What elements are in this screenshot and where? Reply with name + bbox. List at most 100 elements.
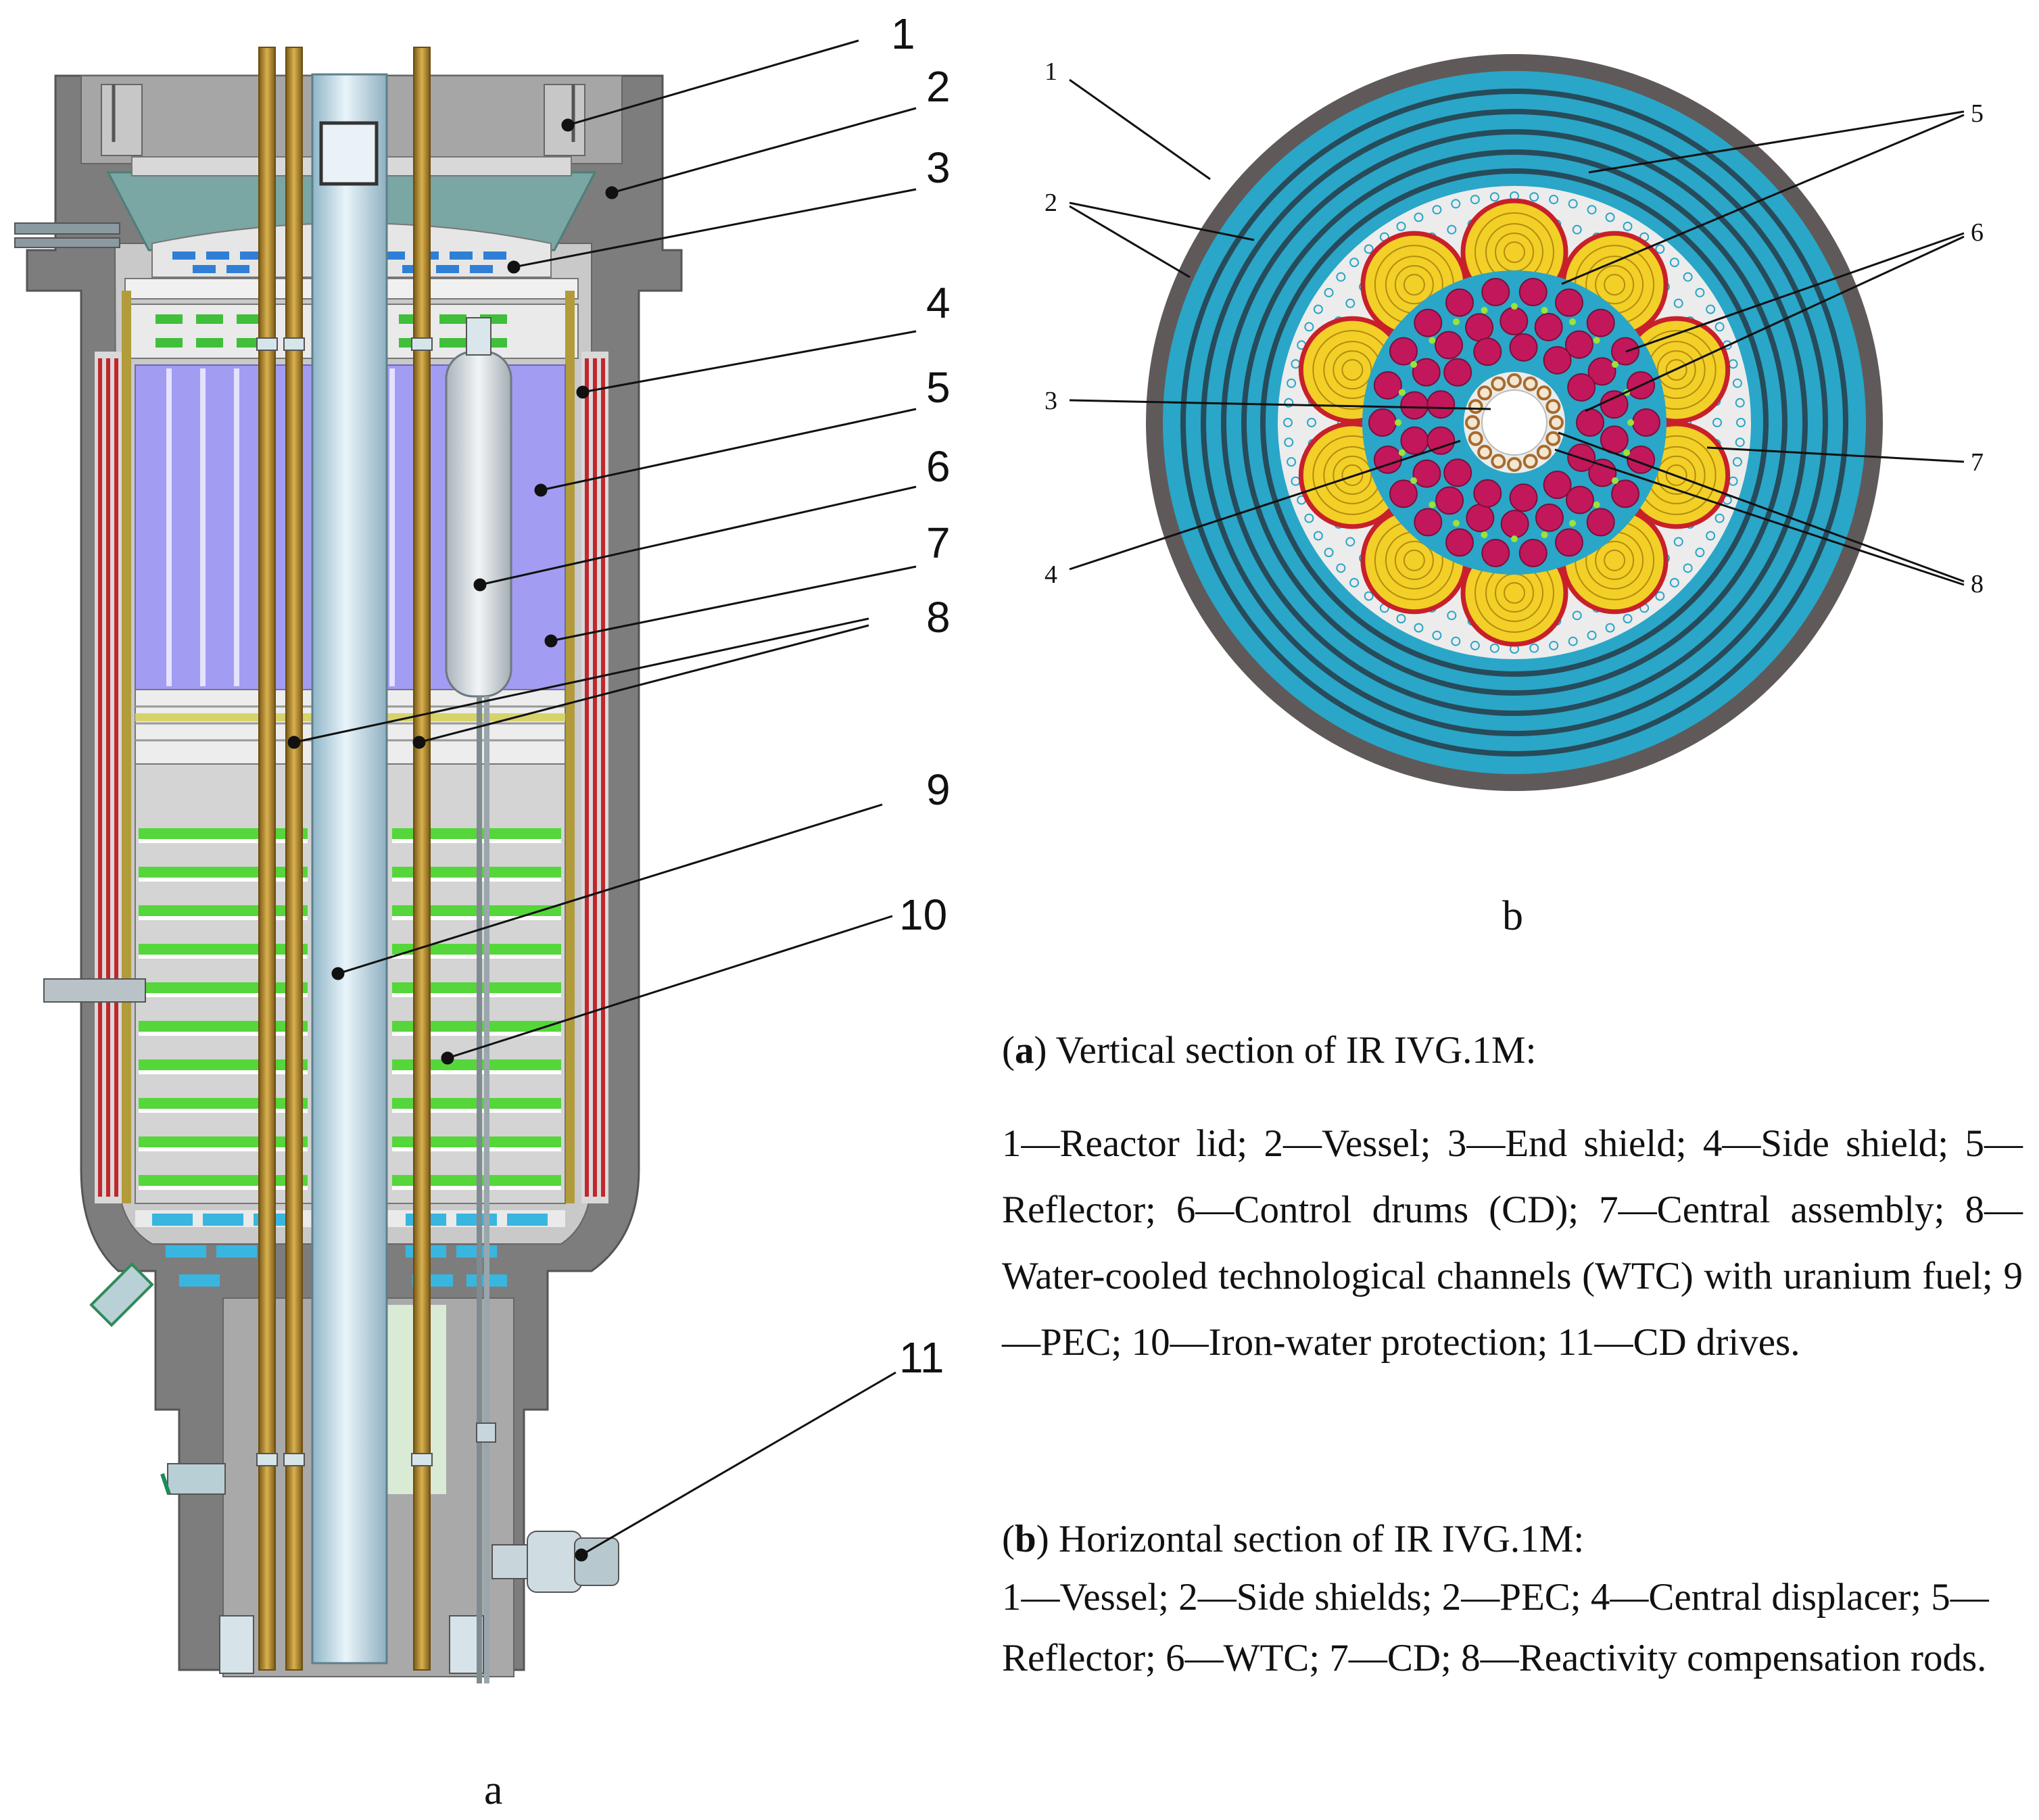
fuel-channel (1509, 483, 1538, 512)
coolant-dot (1593, 337, 1600, 344)
coolant-dot (1611, 361, 1618, 368)
caption-a-legend: 1—Reactor lid; 2—Vessel; 3—End shield; 4… (1002, 1122, 2023, 1364)
compensation-rod (1536, 385, 1552, 401)
callout-a-2: 2 (926, 62, 951, 111)
drum-ring (1665, 359, 1687, 381)
reflector-hole (1655, 591, 1665, 601)
coolant-dot (1569, 519, 1576, 527)
fuel-channel (1466, 504, 1495, 533)
compensation-rod (1465, 415, 1480, 430)
fuel-channel (1445, 528, 1474, 557)
reflector-hole (1529, 192, 1539, 202)
coolant-dot (1453, 519, 1460, 527)
compensation-rod (1477, 385, 1493, 401)
drum-ring (1403, 274, 1425, 296)
drum-ring (1665, 464, 1687, 486)
fuel-channel (1586, 508, 1615, 537)
drum-ring (1333, 455, 1372, 495)
coolant-dot (1398, 389, 1406, 396)
fuel-channel (1535, 503, 1564, 532)
wtc-rods (256, 47, 433, 1671)
reflector-hole (1568, 199, 1578, 209)
coolant-dot (1611, 477, 1618, 484)
shield-band (139, 1021, 308, 1032)
fuel-channel (1465, 313, 1494, 342)
drum-ring (1403, 549, 1425, 571)
fuel-channel (1389, 337, 1418, 366)
reflector-hole (1287, 457, 1297, 467)
caption-b-title: (b) Horizontal section of IR IVG.1M: (1002, 1518, 1585, 1560)
fuel-channel (1412, 358, 1441, 387)
callout-b-1: 1 (1045, 57, 1057, 86)
reflector-hole (1736, 418, 1746, 427)
callout-a-6: 6 (926, 442, 951, 491)
callout-a-8: 8 (926, 593, 951, 642)
fuel-channel (1587, 357, 1616, 386)
fuel-channel (1426, 390, 1456, 419)
reflector-hole (1683, 563, 1693, 573)
coolant-dot (1398, 449, 1406, 456)
panel-b-callout-labels: 1 2 3 4 5 6 7 8 (1045, 57, 1984, 598)
compensation-rod (1536, 444, 1552, 460)
fuel-channel (1564, 330, 1593, 359)
fuel-channel (1400, 391, 1429, 420)
reflector-hole (1451, 636, 1461, 646)
callout-b-7: 7 (1971, 448, 1984, 477)
fuel-channel (1576, 408, 1604, 437)
reflector-hole (1572, 224, 1582, 235)
shield-band (139, 1136, 308, 1147)
vertical-section-drawing (14, 47, 683, 1683)
shield-band-gap (139, 1032, 308, 1036)
fuel-channel (1611, 337, 1640, 366)
compensation-rod (1522, 376, 1538, 391)
reflector-hole (1284, 398, 1294, 408)
callout-a-3: 3 (926, 143, 951, 192)
control-drum (445, 350, 512, 698)
coolant-dot (1481, 306, 1488, 314)
reflector-hole (1345, 298, 1356, 308)
caption-b-letter: b (1014, 1518, 1036, 1560)
shield-band-gap (139, 955, 308, 959)
fuel-channel (1373, 445, 1402, 474)
reflector-hole (1605, 623, 1615, 633)
reflector-hole (1714, 322, 1725, 332)
fuel-channel (1509, 333, 1538, 362)
fuel-channel (1435, 331, 1464, 360)
fuel-channel (1368, 408, 1397, 437)
fuel-channel (1567, 373, 1596, 402)
fuel-channel (1632, 408, 1660, 437)
shield-band-gap (139, 1186, 308, 1190)
reflector-hole (1447, 610, 1457, 621)
fuel-channel (1389, 479, 1418, 508)
reflector-hole (1706, 531, 1716, 541)
panel-b-leaders (1069, 78, 1965, 586)
fuel-channel (1414, 508, 1443, 537)
shield-band (139, 944, 308, 955)
coolant-dot (1429, 501, 1436, 508)
reflector-hole (1396, 614, 1406, 624)
shield-band-gap (139, 1070, 308, 1074)
coolant-dot (1481, 531, 1488, 539)
reflector-hole (1451, 199, 1461, 209)
reflector-hole (1549, 195, 1559, 205)
compensation-rod (1545, 431, 1561, 446)
fuel-channel (1481, 277, 1510, 306)
reflector-hole (1673, 298, 1683, 308)
reflector-hole (1605, 212, 1615, 222)
reactivity-compensation-rods (1465, 373, 1564, 472)
reflector-hole (1732, 378, 1742, 388)
callout-a-5: 5 (926, 363, 951, 412)
reflector-hole (1364, 591, 1374, 601)
compensation-rod (1491, 454, 1506, 469)
coolant-dot (1410, 361, 1418, 368)
reflector-hole (1447, 224, 1457, 235)
drum-ring (1394, 540, 1434, 580)
reflector-hole (1568, 636, 1578, 646)
reflector-hole (1669, 258, 1679, 268)
fuel-channel (1518, 539, 1548, 568)
caption-a-letter: a (1014, 1029, 1034, 1072)
fuel-channel (1412, 459, 1441, 488)
fuel-channel (1518, 277, 1548, 306)
coolant-dot (1453, 318, 1460, 326)
fuel-channel (1414, 308, 1443, 337)
